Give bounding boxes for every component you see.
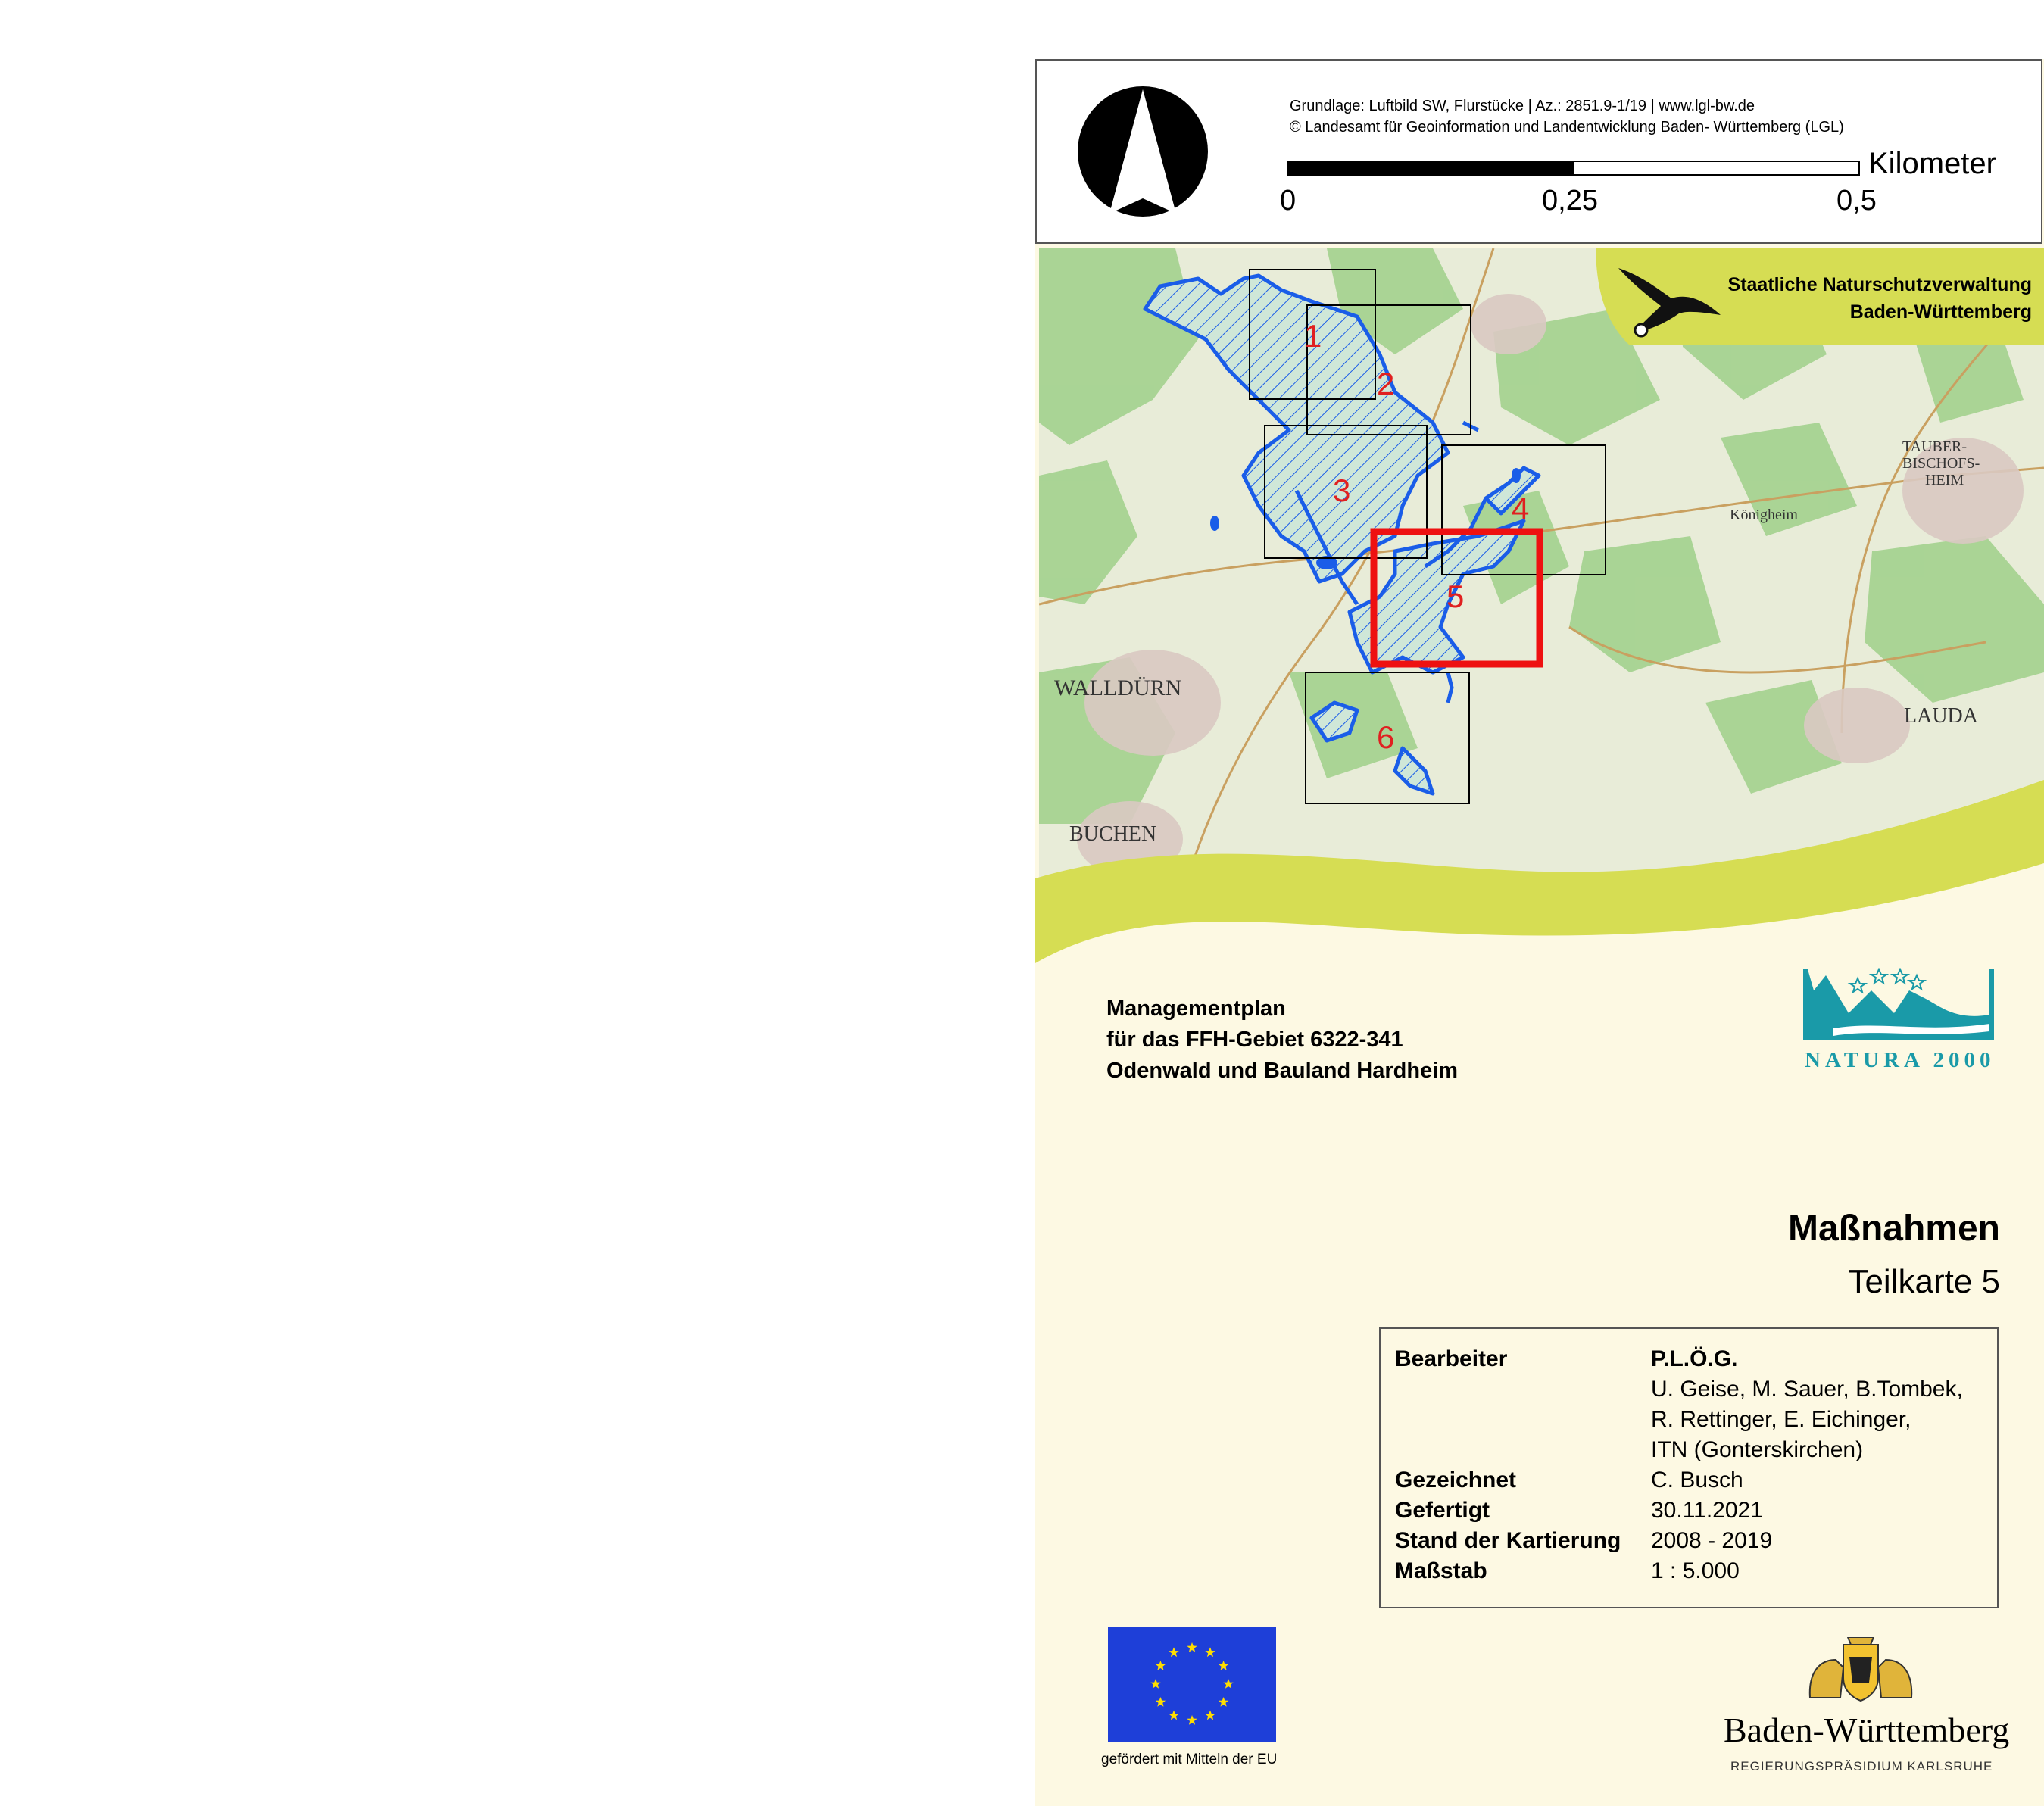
bearbeiter-names: U. Geise, M. Sauer, B.Tombek, — [1651, 1377, 1963, 1402]
ffh-area-south — [1309, 700, 1359, 743]
sheet-label-6: 6 — [1377, 719, 1394, 755]
stand-label: Stand der Kartierung — [1395, 1528, 1621, 1553]
plan-title: Managementplan für das FFH-Gebiet 6322-3… — [1106, 993, 1458, 1087]
gefertigt-value: 30.11.2021 — [1651, 1498, 1763, 1523]
eagle-icon — [1618, 268, 1721, 338]
plan-title-line: Managementplan — [1106, 997, 1286, 1021]
sheet-label-1: 1 — [1304, 318, 1322, 354]
place-label: BUCHEN — [1069, 822, 1156, 846]
green-wave — [1035, 780, 2044, 969]
ffh-stream — [1294, 420, 1488, 703]
eu-star-icon — [1150, 1679, 1161, 1689]
place-label: WALLDÜRN — [1054, 675, 1181, 700]
eu-star-icon — [1187, 1642, 1197, 1652]
info-box — [1379, 1327, 1999, 1608]
scale-tick: 0 — [1280, 185, 1297, 217]
place-label: LAUDA — [1904, 704, 1979, 728]
credit-line: Grundlage: Luftbild SW, Flurstücke | Az.… — [1290, 98, 1755, 114]
eu-flag-icon — [1108, 1627, 1276, 1742]
eu-star-icon — [1155, 1661, 1166, 1670]
scale-bar — [1287, 161, 1860, 176]
natura-2000-text: NATURA 2000 — [1805, 1048, 1996, 1072]
agency-banner — [1596, 248, 2044, 345]
sheet-label-3: 3 — [1333, 473, 1350, 508]
sheet-label-2: 2 — [1377, 366, 1394, 401]
bw-subtitle: REGIERUNGSPRÄSIDIUM KARLSRUHE — [1730, 1759, 1993, 1773]
sheet-label-4: 4 — [1512, 491, 1529, 526]
ffh-small-area — [1316, 556, 1337, 569]
massstab-value: 1 : 5.000 — [1651, 1558, 1740, 1583]
eu-star-icon — [1218, 1661, 1229, 1670]
coat-of-arms-icon — [1808, 1637, 1913, 1702]
gefertigt-label: Gefertigt — [1395, 1498, 1490, 1523]
place-label: HEIM — [1925, 472, 1964, 488]
bearbeiter-names: ITN (Gonterskirchen) — [1651, 1437, 1864, 1462]
scale-unit: Kilometer — [1868, 147, 1996, 180]
agency-line: Baden-Württemberg — [1849, 301, 2032, 323]
map-credits: Grundlage: Luftbild SW, Flurstücke | Az.… — [1290, 95, 1844, 138]
place-label: Königheim — [1730, 507, 1798, 523]
natura-2000-logo-icon — [1803, 968, 1994, 1040]
eu-caption: gefördert mit Mitteln der EU — [1101, 1751, 1278, 1767]
scale-tick: 0,5 — [1836, 185, 1877, 217]
bw-name: Baden-Württemberg — [1724, 1711, 2010, 1749]
eu-star-icon — [1205, 1647, 1215, 1658]
map-subtitle: Teilkarte 5 — [1848, 1263, 2000, 1300]
eu-star-icon — [1169, 1647, 1179, 1658]
north-arrow-icon — [1078, 86, 1208, 217]
plan-title-line: Odenwald und Bauland Hardheim — [1106, 1059, 1459, 1083]
bearbeiter-org: P.L.Ö.G. — [1651, 1346, 1738, 1371]
eu-star-icon — [1187, 1715, 1197, 1725]
sheet-label-5: 5 — [1446, 579, 1464, 614]
sheet-frame-4 — [1441, 444, 1606, 575]
eu-star-icon — [1155, 1697, 1166, 1707]
plan-title-line: für das FFH-Gebiet 6322-341 — [1106, 1028, 1403, 1052]
gezeichnet-value: C. Busch — [1651, 1468, 1743, 1493]
ffh-areas — [1143, 273, 1541, 796]
ffh-small-area — [1210, 516, 1219, 531]
agency-name: Staatliche Naturschutzverwaltung Baden-W… — [1717, 271, 2032, 326]
gezeichnet-label: Gezeichnet — [1395, 1468, 1517, 1493]
eu-star-icon — [1205, 1710, 1215, 1720]
sheet-frame-3 — [1264, 425, 1428, 559]
stand-value: 2008 - 2019 — [1651, 1528, 1773, 1553]
eu-star-icon — [1169, 1710, 1179, 1720]
scale-bar-fill — [1289, 162, 1574, 174]
place-label: BISCHOFS- — [1902, 455, 1980, 472]
ffh-area-middle — [1347, 519, 1526, 675]
sheet-frame-5-selected — [1370, 528, 1543, 668]
credit-line: © Landesamt für Geoinformation und Lande… — [1290, 119, 1844, 136]
ffh-area-south-2 — [1393, 746, 1435, 796]
bearbeiter-label: Bearbeiter — [1395, 1346, 1508, 1371]
map-title: Maßnahmen — [1787, 1209, 2000, 1249]
overview-map: WALLDÜRN BUCHEN LAUDA TAUBER- BISCHOFS- … — [1039, 248, 2044, 881]
agency-line: Staatliche Naturschutzverwaltung — [1727, 274, 2032, 295]
scale-tick: 0,25 — [1542, 185, 1598, 217]
ffh-area-east — [1484, 466, 1541, 516]
ffh-small-area — [1512, 468, 1521, 483]
sheet-frame-2 — [1306, 304, 1471, 435]
ffh-area-north — [1143, 273, 1450, 584]
sheet-frame-1 — [1249, 269, 1376, 400]
massstab-label: Maßstab — [1395, 1558, 1487, 1583]
eu-star-icon — [1223, 1679, 1234, 1689]
eu-star-icon — [1218, 1697, 1229, 1707]
place-label: TAUBER- — [1902, 438, 1967, 455]
bearbeiter-names: R. Rettinger, E. Eichinger, — [1651, 1407, 1911, 1432]
sheet-frame-6 — [1305, 672, 1470, 804]
